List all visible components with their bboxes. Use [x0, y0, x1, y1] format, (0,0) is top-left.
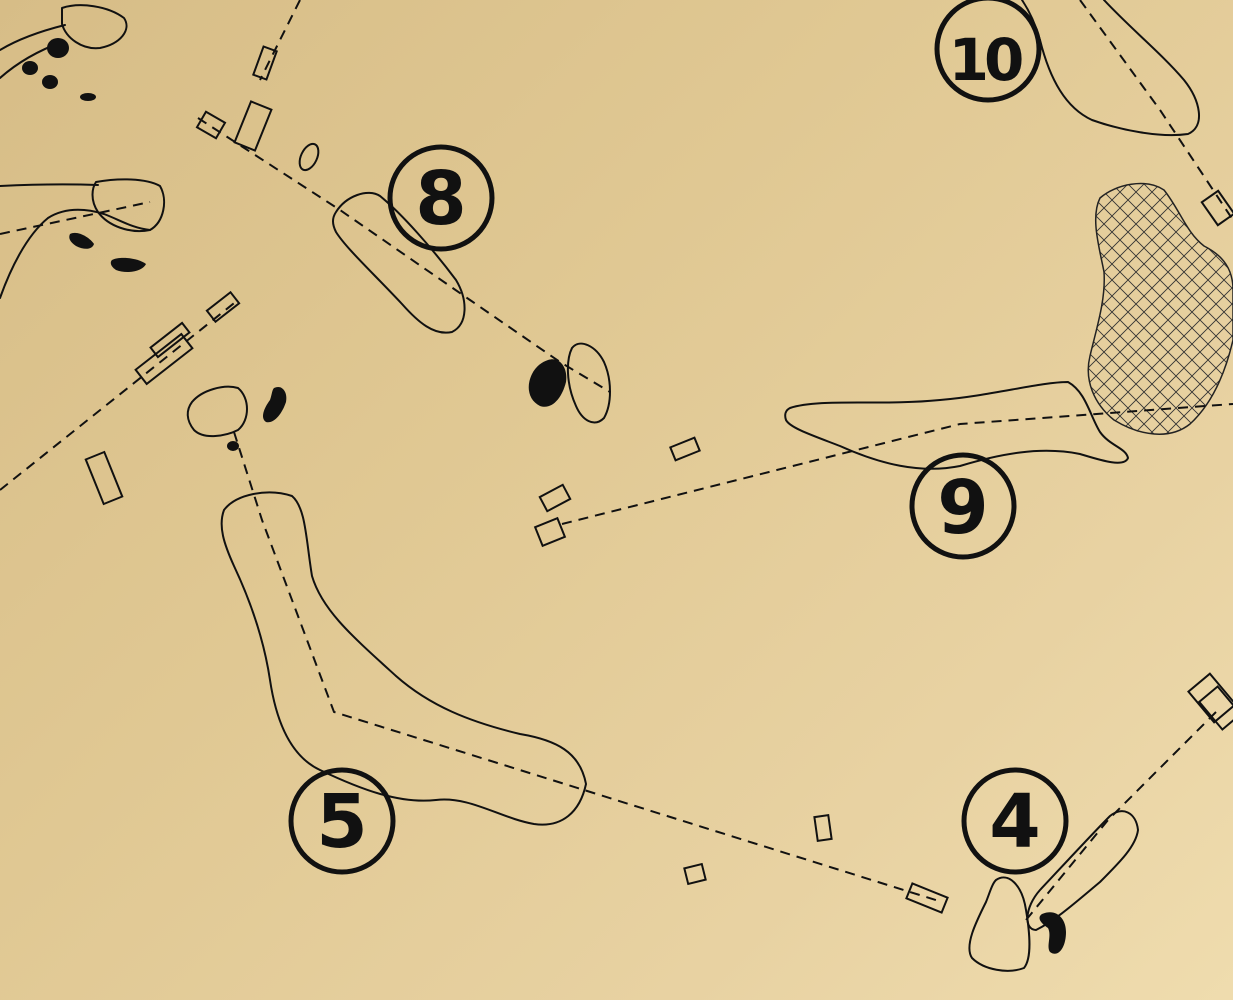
sand-bunker: [22, 61, 38, 75]
tee-box: [233, 100, 273, 152]
tee-box: [538, 483, 572, 513]
dashed-route-line: [233, 431, 943, 903]
hole-number-badge: 5: [288, 767, 396, 875]
tee-box: [905, 882, 949, 914]
sand-bunker: [47, 38, 69, 58]
tee-box: [669, 436, 701, 462]
tee-box: [134, 332, 194, 386]
sand-bunker: [69, 232, 94, 249]
fairway-outline: [784, 381, 1129, 470]
sand-bunker: [263, 386, 287, 423]
dashed-route-line: [0, 201, 151, 235]
fairway-outline: [0, 208, 151, 299]
hole-number-label: 8: [415, 156, 467, 242]
dashed-route-line: [0, 299, 239, 491]
hole-number-label: 4: [989, 779, 1041, 865]
sand-bunker: [528, 359, 567, 407]
tee-box: [205, 290, 241, 324]
hole-8: 8: [195, 0, 611, 424]
green-outline: [186, 385, 248, 437]
fairway-outline: [0, 183, 99, 187]
tee-box: [1187, 672, 1233, 724]
hole-5: 5: [84, 385, 943, 903]
sand-bunker: [110, 257, 146, 272]
hole-number-label: 9: [937, 465, 989, 551]
sand-bunker: [80, 93, 96, 101]
tee-box: [252, 45, 278, 81]
hole-number-circle: [288, 767, 396, 875]
hole-number-badge: 8: [387, 144, 495, 252]
fairway-outline: [1026, 810, 1139, 931]
tee-box: [298, 142, 320, 172]
tee-box: [1197, 685, 1233, 731]
sand-bunker: [227, 441, 239, 451]
dashed-route-line: [1079, 0, 1233, 221]
tee-box: [195, 110, 227, 140]
tee-box: [533, 516, 567, 548]
green-outline: [566, 342, 611, 424]
tee-box: [813, 814, 833, 842]
hole-number-circle: [909, 452, 1017, 560]
fairway-outline: [0, 24, 66, 51]
tee-box: [149, 321, 191, 359]
hole-number-badge: 4: [961, 767, 1069, 875]
dashed-route-line: [1025, 711, 1217, 921]
hole-10: 10: [934, 0, 1233, 227]
dashed-route-line: [259, 0, 301, 81]
hole-4: 4: [683, 672, 1233, 972]
hole-7-features: [0, 4, 241, 491]
green-outline: [968, 876, 1031, 972]
fairway-outline: [332, 191, 466, 334]
hole-number-circle: [387, 144, 495, 252]
tee-box: [84, 450, 124, 506]
crosshatched-hazard-area: [1087, 182, 1233, 435]
sand-bunker: [42, 75, 58, 89]
dashed-route-line: [561, 403, 1233, 525]
green-outline: [61, 4, 128, 50]
hole-9: 9: [533, 381, 1233, 560]
hole-number-label: 5: [316, 779, 368, 865]
hole-number-circle: [961, 767, 1069, 875]
tee-box: [1200, 189, 1233, 227]
fairway-outline: [220, 491, 587, 826]
sand-bunker: [1039, 912, 1066, 954]
hole-number-label: 10: [949, 26, 1022, 94]
hole-number-badge: 10: [934, 0, 1042, 103]
fairway-outline: [1039, 0, 1201, 137]
hole-number-badge: 9: [909, 452, 1017, 560]
tee-box: [683, 862, 707, 886]
dashed-route-line: [197, 117, 611, 393]
hole-number-circle: [934, 0, 1042, 103]
